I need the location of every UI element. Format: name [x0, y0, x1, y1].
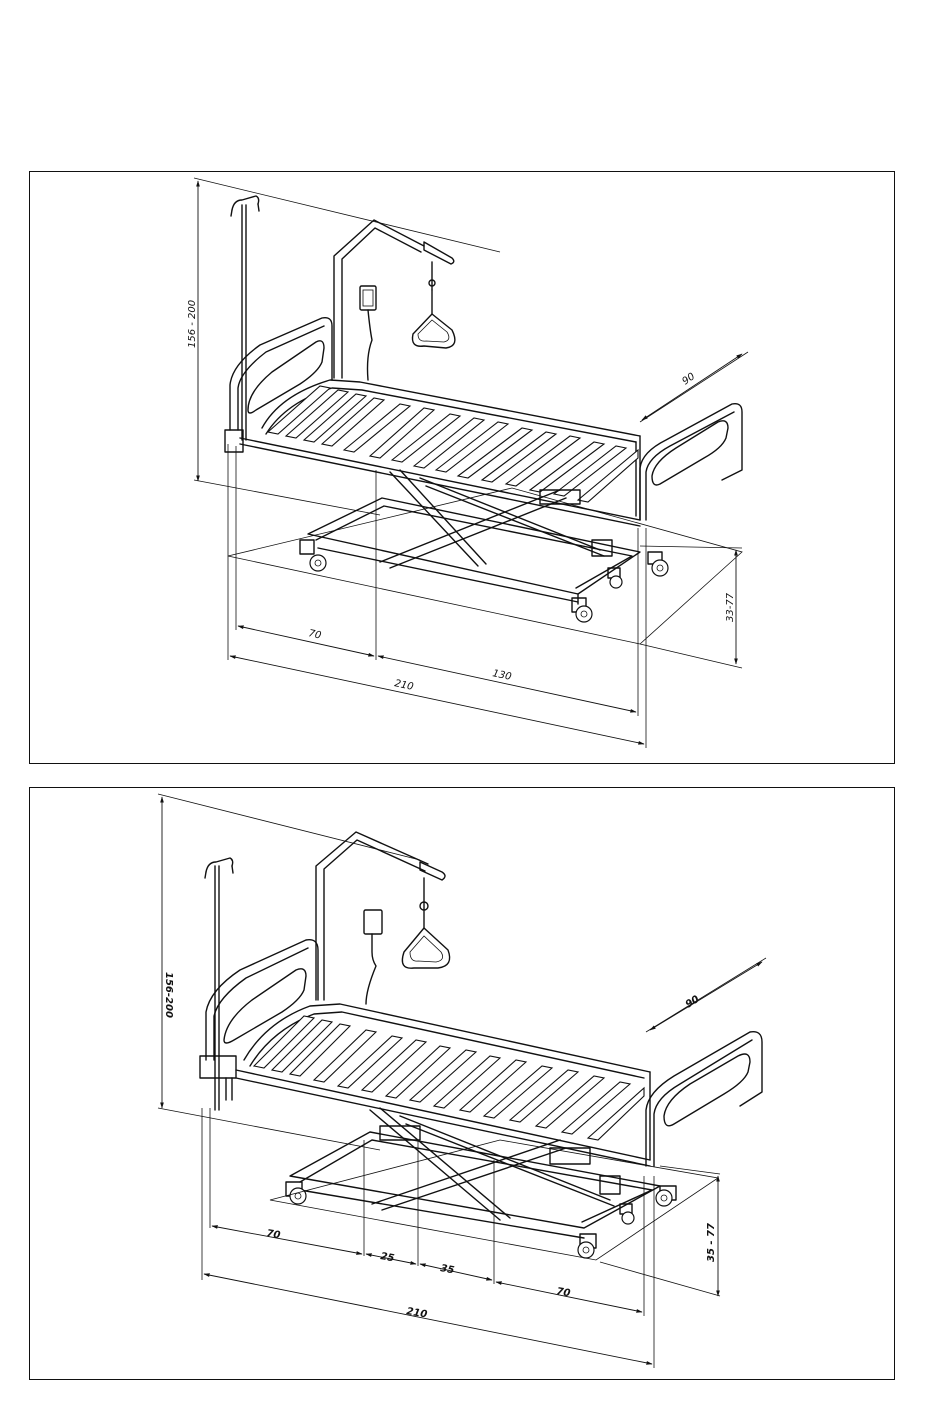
iv-pole-bottom	[205, 858, 233, 1110]
iv-pole-top	[231, 196, 259, 440]
mattress-slats-top	[268, 386, 638, 502]
hand-remote-bottom	[364, 910, 382, 1004]
dim-length-top-label: 210	[393, 678, 414, 693]
dim-seg-1-bottom-label: 70	[265, 1228, 281, 1241]
dim-seg-2-bottom-label: 25	[379, 1251, 395, 1264]
trapeze-top	[334, 220, 455, 378]
footboard-top	[640, 404, 742, 520]
dim-height-bottom-label: 156-200	[163, 972, 174, 1018]
dim-seg-4-bottom-label: 70	[555, 1286, 571, 1299]
trapeze-bottom	[316, 832, 450, 1000]
bed-drawing-bottom	[200, 832, 762, 1260]
base-frame-bottom	[290, 1132, 660, 1238]
dim-seg-right-top-label: 130	[491, 668, 512, 683]
dim-length-bottom-label: 210	[405, 1306, 428, 1320]
dim-height-top-label: 156 - 200	[187, 300, 198, 348]
hand-remote-top	[360, 286, 376, 380]
dim-bed-height-top-label: 33-77	[725, 592, 736, 622]
bed-drawing-top	[225, 196, 742, 644]
dim-seg-left-top-label: 70	[307, 628, 322, 641]
dimensions-top: 156 - 200 90 70 130 210 33-77	[187, 178, 748, 748]
dim-seg-3-bottom-label: 35	[439, 1263, 455, 1276]
mattress-slats-bottom	[254, 1016, 644, 1140]
footboard-bottom	[646, 1032, 762, 1166]
dim-bed-height-bottom-label: 35 - 77	[706, 1223, 717, 1262]
